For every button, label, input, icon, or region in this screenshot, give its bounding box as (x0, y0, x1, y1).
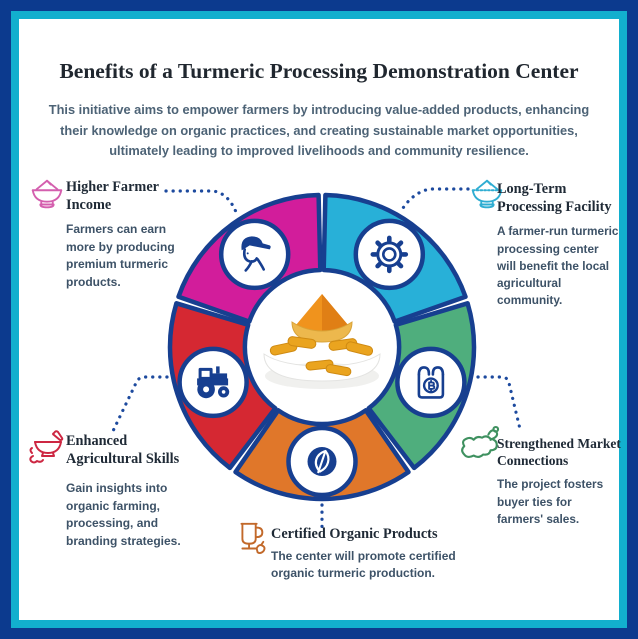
benefit-description: A farmer-run turmeric processing center … (497, 224, 619, 307)
benefit-description: Farmers can earn more by producing premi… (66, 222, 175, 289)
turmeric-center-image (263, 294, 381, 389)
benefit-title: Higher Farmer Income (66, 179, 159, 213)
bowl-of-powder-icon (28, 177, 66, 213)
connector-right (476, 375, 522, 431)
segment-icon-circle (218, 218, 291, 291)
turmeric-root-icon (459, 425, 501, 463)
page-subtitle: This initiative aims to empower farmers … (48, 101, 590, 159)
dotted-connectors (111, 187, 522, 533)
bowl-of-powder-icon (468, 177, 506, 213)
connector-left (111, 375, 169, 433)
segment-icon-circle (353, 218, 426, 291)
benefit-callout-certified-organic-products: Certified Organic Products The center wi… (271, 526, 476, 583)
benefit-callout-enhanced-agricultural-skills: Enhanced Agricultural Skills Gain insigh… (66, 433, 196, 550)
benefit-title: Certified Organic Products (271, 526, 438, 542)
connector-top-right (401, 187, 470, 210)
benefit-title: Enhanced Agricultural Skills (66, 433, 180, 467)
leaf-icon (306, 445, 338, 478)
benefit-description: Gain insights into organic farming, proc… (66, 481, 181, 548)
benefit-title: Strengthened Market Connections (497, 436, 621, 468)
benefit-callout-strengthened-market-connections: Strengthened Market Connections The proj… (497, 436, 621, 528)
benefit-description: The project fosters buyer ties for farme… (497, 477, 604, 526)
mortar-pestle-icon (27, 428, 67, 466)
benefit-title: Long-Term Processing Facility (497, 181, 612, 215)
benefit-callout-higher-farmer-income: Higher Farmer Income Farmers can earn mo… (66, 179, 188, 291)
page-title: Benefits of a Turmeric Processing Demons… (59, 59, 579, 84)
donut-segments (167, 192, 477, 502)
benefit-description: The center will promote certified organi… (271, 548, 456, 581)
benefit-callout-long-term-processing-facility: Long-Term Processing Facility A farmer-r… (497, 181, 619, 309)
glass-with-root-icon (231, 519, 269, 559)
